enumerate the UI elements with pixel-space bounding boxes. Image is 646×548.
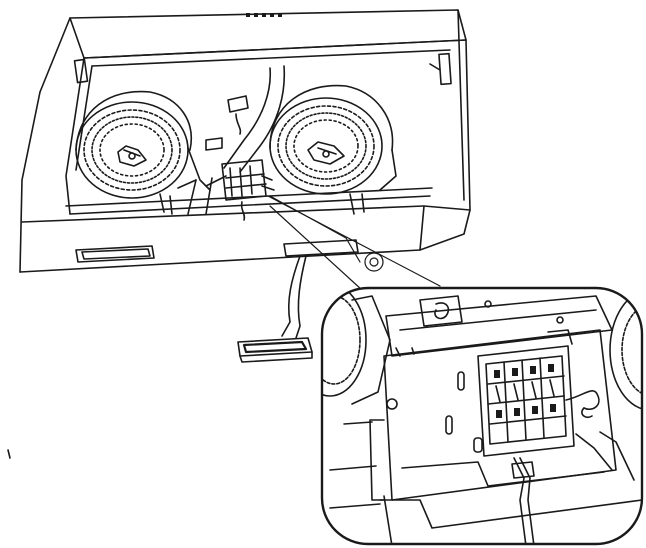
callout-mount-bracket xyxy=(420,296,462,326)
callout-wiring xyxy=(512,391,634,546)
hood-body xyxy=(20,10,470,272)
top-vent-dots xyxy=(246,13,282,17)
filter-cable xyxy=(282,256,306,338)
detached-grease-filter xyxy=(238,338,312,362)
scan-speck xyxy=(8,450,10,458)
left-fan-motor xyxy=(76,92,210,198)
right-fan-motor xyxy=(270,86,396,194)
detail-callout xyxy=(294,284,646,546)
central-duct xyxy=(160,66,364,214)
terminal-block xyxy=(222,160,274,220)
callout-leader-lines xyxy=(268,196,440,290)
callout-terminal-block xyxy=(478,346,574,456)
front-light-panel xyxy=(76,240,358,262)
